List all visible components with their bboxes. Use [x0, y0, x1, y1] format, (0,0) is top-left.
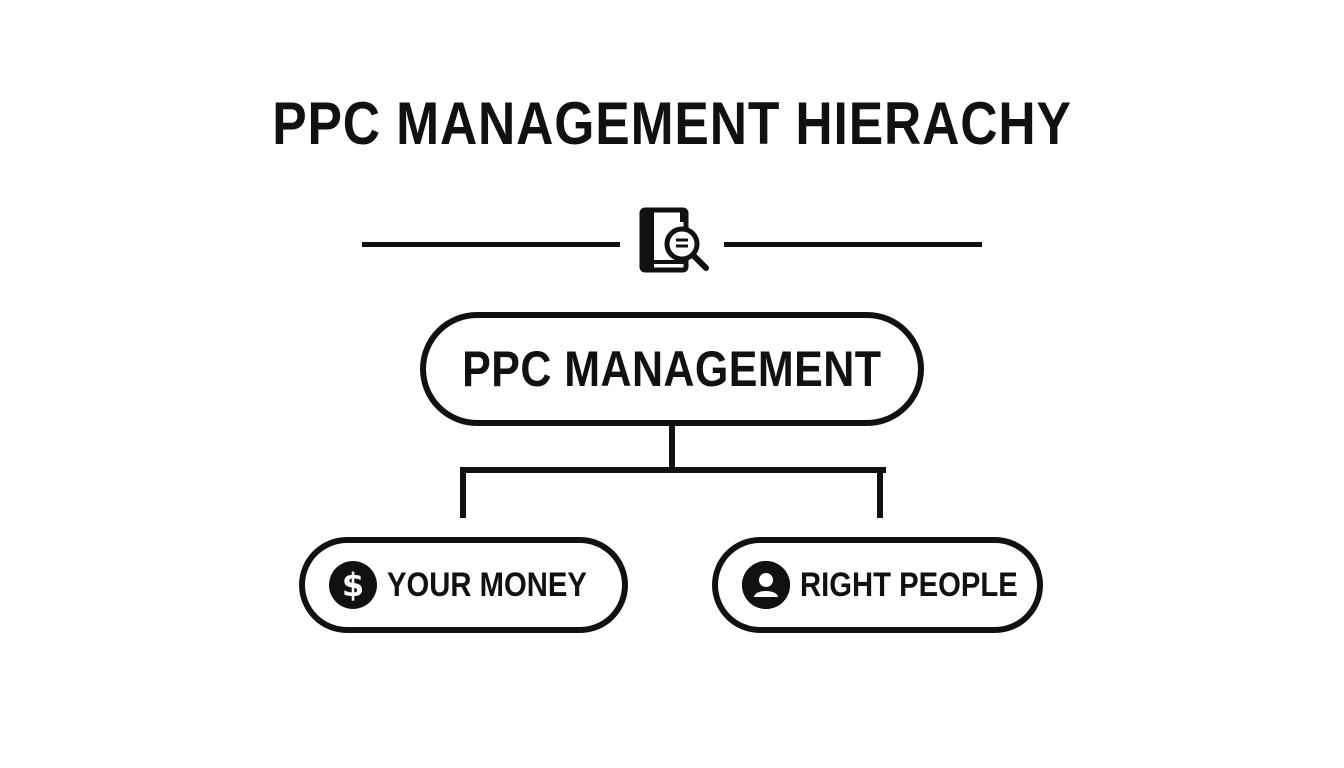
child-node-right-people: RIGHT PEOPLE: [712, 537, 1043, 633]
connector-bar: [460, 467, 886, 473]
connector-stem: [669, 424, 675, 472]
root-node: PPC MANAGEMENT: [420, 312, 924, 426]
divider-line-right: [724, 242, 982, 247]
page-title: PPC MANAGEMENT HIERACHY: [272, 90, 1072, 157]
root-node-label: PPC MANAGEMENT: [462, 341, 882, 397]
dollar-icon: $: [329, 561, 377, 609]
divider-line-left: [362, 242, 620, 247]
connector-left-drop: [460, 467, 466, 518]
person-icon: [742, 561, 790, 609]
child-node-label: RIGHT PEOPLE: [800, 565, 1018, 604]
connector-right-drop: [877, 467, 883, 518]
child-node-your-money: $ YOUR MONEY: [299, 537, 628, 633]
book-search-icon: [636, 206, 714, 278]
child-node-label: YOUR MONEY: [387, 565, 587, 604]
